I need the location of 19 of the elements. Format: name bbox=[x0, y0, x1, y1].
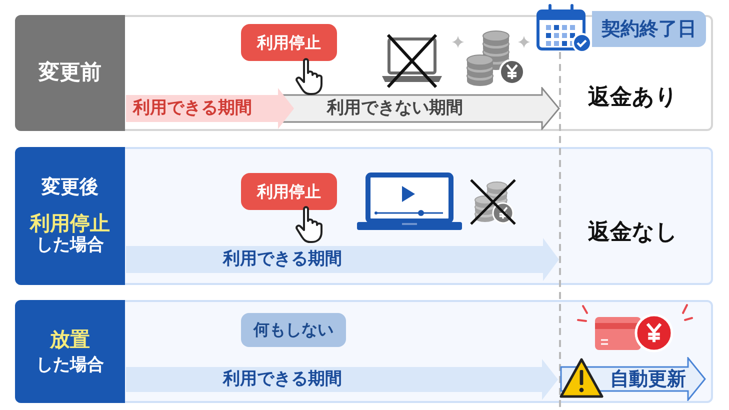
row-panel bbox=[15, 15, 713, 131]
action-tag: 何もしない bbox=[241, 313, 346, 347]
result-text: 返金なし bbox=[588, 220, 678, 246]
row-panel bbox=[15, 147, 713, 285]
row-heading: 変更後 bbox=[42, 176, 98, 200]
row-panel bbox=[15, 300, 713, 403]
end-date-tag: 契約終了日 bbox=[592, 11, 706, 47]
timeline-band: 利用できる期間 bbox=[125, 358, 559, 401]
timeline-band: 利用できる期間 bbox=[125, 87, 295, 130]
stop-use-button: 利用停止 bbox=[241, 24, 337, 61]
timeline-band: 利用できる期間 bbox=[125, 237, 560, 282]
stop-use-button: 利用停止 bbox=[241, 173, 337, 210]
row-subheading: 利用停止 bbox=[30, 211, 110, 236]
row-heading: 放置 bbox=[50, 327, 90, 352]
row-subheading: した場合 bbox=[36, 235, 104, 256]
row-subheading: した場合 bbox=[36, 355, 104, 376]
row-heading: 変更前 bbox=[38, 60, 102, 86]
result-text: 返金あり bbox=[588, 85, 678, 112]
timeline-band: 利用できない期間 bbox=[281, 87, 560, 130]
